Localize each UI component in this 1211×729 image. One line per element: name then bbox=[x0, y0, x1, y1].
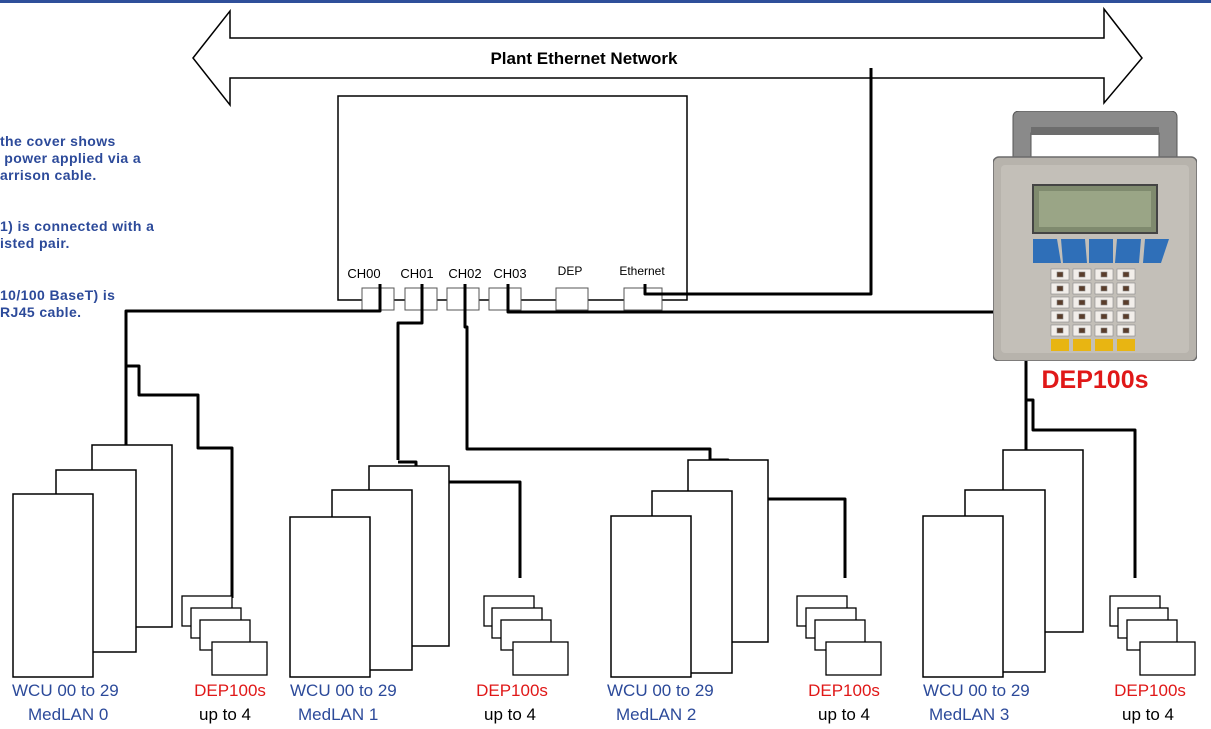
port-dep bbox=[555, 287, 589, 311]
keypad-key-marking bbox=[1100, 313, 1108, 320]
dep-count-1: up to 4 bbox=[484, 705, 536, 724]
lan-label-3: MedLAN 3 bbox=[929, 705, 1009, 724]
ch02-wire bbox=[463, 284, 712, 460]
port-label-ch03: CH03 bbox=[493, 266, 526, 281]
lan-label-0: MedLAN 0 bbox=[28, 705, 108, 724]
ch03-wire bbox=[506, 284, 1028, 450]
note-medlan: 1) is connected with a isted pair. bbox=[0, 218, 155, 251]
keypad-key-marking bbox=[1056, 327, 1064, 334]
plant-ethernet-label: Plant Ethernet Network bbox=[490, 49, 678, 68]
wcu-stack-0 bbox=[12, 444, 173, 678]
dep-stack-2 bbox=[796, 595, 882, 676]
plant-ethernet-arrow bbox=[192, 6, 1143, 108]
dep-label-0: DEP100s bbox=[194, 681, 266, 700]
dep-label-2: DEP100s bbox=[808, 681, 880, 700]
wcu-label-3: WCU 00 to 29 bbox=[923, 681, 1030, 700]
dep-count-3: up to 4 bbox=[1122, 705, 1174, 724]
dep-count-0: up to 4 bbox=[199, 705, 251, 724]
keypad-key-marking bbox=[1100, 299, 1108, 306]
ch03-dep-wire bbox=[1026, 398, 1137, 578]
dep-label-1: DEP100s bbox=[476, 681, 548, 700]
lan-label-2: MedLAN 2 bbox=[616, 705, 696, 724]
keypad-key-marking bbox=[1100, 327, 1108, 334]
wcu-label-1: WCU 00 to 29 bbox=[290, 681, 397, 700]
dep100s-device-icon bbox=[993, 111, 1197, 361]
ethernet-uplink-wire bbox=[643, 68, 873, 296]
keypad-key-marking bbox=[1078, 271, 1086, 278]
keypad-key-marking bbox=[1122, 327, 1130, 334]
note-ethernet: 10/100 BaseT) is RJ45 cable. bbox=[0, 287, 116, 320]
port-ch00 bbox=[361, 287, 395, 311]
port-label-ch02: CH02 bbox=[448, 266, 481, 281]
dep-count-2: up to 4 bbox=[818, 705, 870, 724]
port-ethernet bbox=[623, 287, 663, 311]
gateway-box bbox=[337, 95, 688, 301]
keypad-key-marking bbox=[1056, 271, 1064, 278]
keypad-key-marking bbox=[1122, 285, 1130, 292]
port-label-dep: DEP bbox=[558, 264, 583, 278]
keypad-key-marking bbox=[1100, 285, 1108, 292]
wcu-label-0: WCU 00 to 29 bbox=[12, 681, 119, 700]
keypad-key-marking bbox=[1100, 271, 1108, 278]
port-ch02 bbox=[446, 287, 480, 311]
keypad-key-marking bbox=[1122, 313, 1130, 320]
dep-stack-3 bbox=[1109, 595, 1196, 676]
dep100s-title: DEP100s bbox=[1041, 366, 1149, 394]
ch00-wire bbox=[124, 284, 382, 445]
keypad-key-marking bbox=[1122, 271, 1130, 278]
note-power: the cover shows power applied via a arri… bbox=[0, 133, 142, 183]
wcu-stack-2 bbox=[610, 459, 769, 678]
wcu-stack-1 bbox=[289, 465, 450, 678]
port-label-ethernet: Ethernet bbox=[619, 264, 665, 278]
dep-label-3: DEP100s bbox=[1114, 681, 1186, 700]
keypad-key-marking bbox=[1056, 313, 1064, 320]
dep-stack-0 bbox=[181, 595, 268, 676]
ch01-wire bbox=[396, 284, 424, 460]
keypad-key-marking bbox=[1056, 299, 1064, 306]
keypad-key-marking bbox=[1078, 327, 1086, 334]
wcu-label-2: WCU 00 to 29 bbox=[607, 681, 714, 700]
keypad-key-marking bbox=[1056, 285, 1064, 292]
wcu-stack-3 bbox=[922, 449, 1084, 678]
port-label-ch01: CH01 bbox=[400, 266, 433, 281]
keypad-key-marking bbox=[1078, 285, 1086, 292]
ch00-dep-wire bbox=[126, 364, 234, 598]
top-rule bbox=[0, 0, 1211, 3]
lan-label-1: MedLAN 1 bbox=[298, 705, 378, 724]
keypad-key-marking bbox=[1078, 313, 1086, 320]
keypad-key-marking bbox=[1122, 299, 1130, 306]
port-label-ch00: CH00 bbox=[347, 266, 380, 281]
port-ch03 bbox=[488, 287, 522, 311]
keypad-key-marking bbox=[1078, 299, 1086, 306]
dep-stack-1 bbox=[483, 595, 569, 676]
